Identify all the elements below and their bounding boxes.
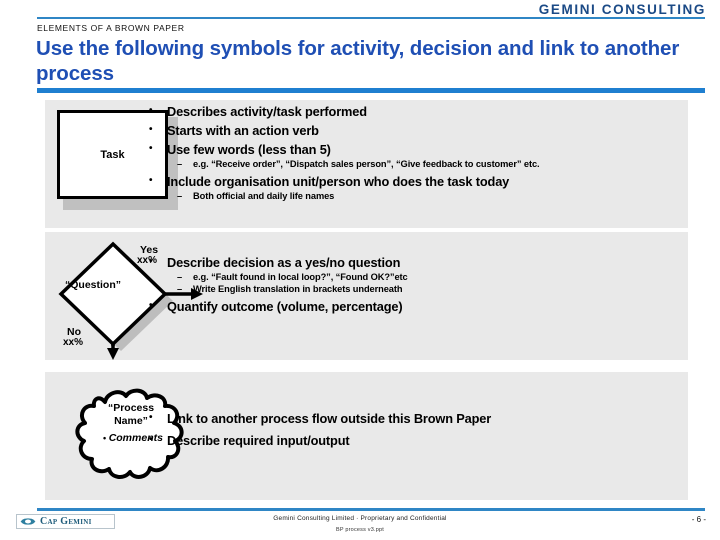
decision-label: “Question” <box>65 279 122 291</box>
bullet-item: Link to another process flow outside thi… <box>145 410 714 426</box>
page-number: - 6 - <box>691 515 706 524</box>
page-title: Use the following symbols for activity, … <box>36 37 680 85</box>
bullet-item: Describes activity/task performed <box>145 103 714 119</box>
footer-rule <box>37 508 705 511</box>
bullet-item: Describe decision as a yes/no question <box>145 254 714 270</box>
decision-yes-label: Yes <box>140 244 159 256</box>
bullet-item: Quantify outcome (volume, percentage) <box>145 298 714 314</box>
bullet-item: Include organisation unit/person who doe… <box>145 173 714 189</box>
cap-gemini-logo: Cap Gemini <box>16 514 115 529</box>
decision-diagram: “Question” Yes xx% No xx% <box>45 232 245 360</box>
sub-bullet-item: Both official and daily life names <box>145 191 714 202</box>
bullet-item: Starts with an action verb <box>145 122 714 138</box>
link-bullet-list: Link to another process flow outside thi… <box>145 410 714 452</box>
decision-no-label: No <box>67 326 81 338</box>
eyebrow-label: ELEMENTS OF A BROWN PAPER <box>37 23 185 33</box>
title-underline-rule <box>37 88 705 93</box>
footer-confidentiality-text: Gemini Consulting Limited · Proprietary … <box>273 515 447 522</box>
cloud-label: “Process Name” <box>71 402 191 427</box>
brand-logotype: GEMINI CONSULTING <box>538 2 706 17</box>
sub-bullet-item: e.g. “Receive order”, “Dispatch sales pe… <box>145 159 714 170</box>
cap-gemini-logo-text: Cap Gemini <box>40 516 92 527</box>
decision-no-percent: xx% <box>63 337 84 348</box>
decision-bullet-list: Describe decision as a yes/no question e… <box>145 254 714 318</box>
footer-filename-text: BP process v3.ppt <box>336 527 384 533</box>
cap-gemini-mark-icon <box>20 518 36 525</box>
cloud-label-line2: Name” <box>114 414 148 427</box>
header-top-rule <box>37 17 705 19</box>
bullet-item: Describe required input/output <box>145 432 714 448</box>
cloud-label-line1: “Process <box>107 402 155 414</box>
task-bullet-list: Describes activity/task performed Starts… <box>145 103 714 203</box>
sub-bullet-item: e.g. “Fault found in local loop?”, “Foun… <box>145 272 714 283</box>
sub-bullet-item: Write English translation in brackets un… <box>145 284 714 295</box>
task-box-label: Task <box>100 149 125 161</box>
bullet-item: Use few words (less than 5) <box>145 141 714 157</box>
